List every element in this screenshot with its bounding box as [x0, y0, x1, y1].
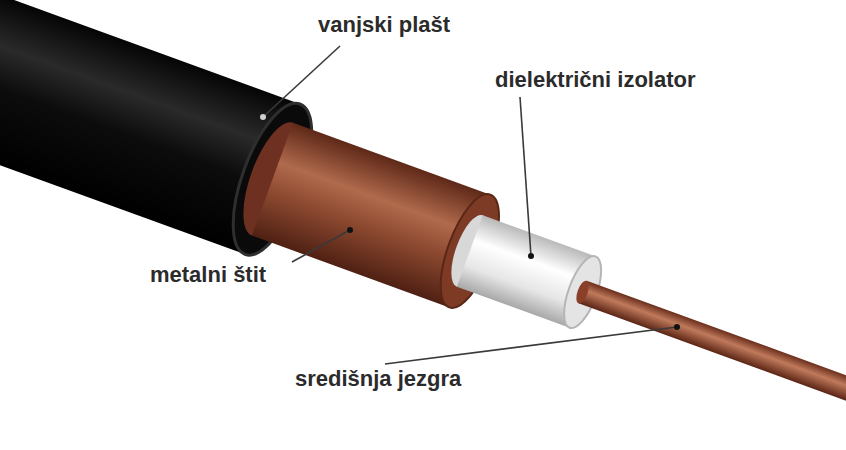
core-start	[574, 279, 592, 305]
leader-dot	[674, 324, 680, 330]
leader-line	[385, 327, 677, 364]
leader-line	[263, 46, 340, 117]
leader-dot	[528, 253, 534, 259]
part-label: dielektrični izolator	[495, 67, 696, 93]
leader-dot	[347, 227, 353, 233]
part-label: središnja jezgra	[295, 366, 461, 392]
leader-dot	[260, 114, 266, 120]
core-body	[579, 281, 846, 450]
part-label: metalni štit	[150, 262, 266, 288]
leader-lines	[260, 46, 680, 364]
leader-line	[520, 97, 531, 256]
part-label: vanjski plašt	[318, 12, 450, 38]
leader-line	[292, 230, 350, 262]
